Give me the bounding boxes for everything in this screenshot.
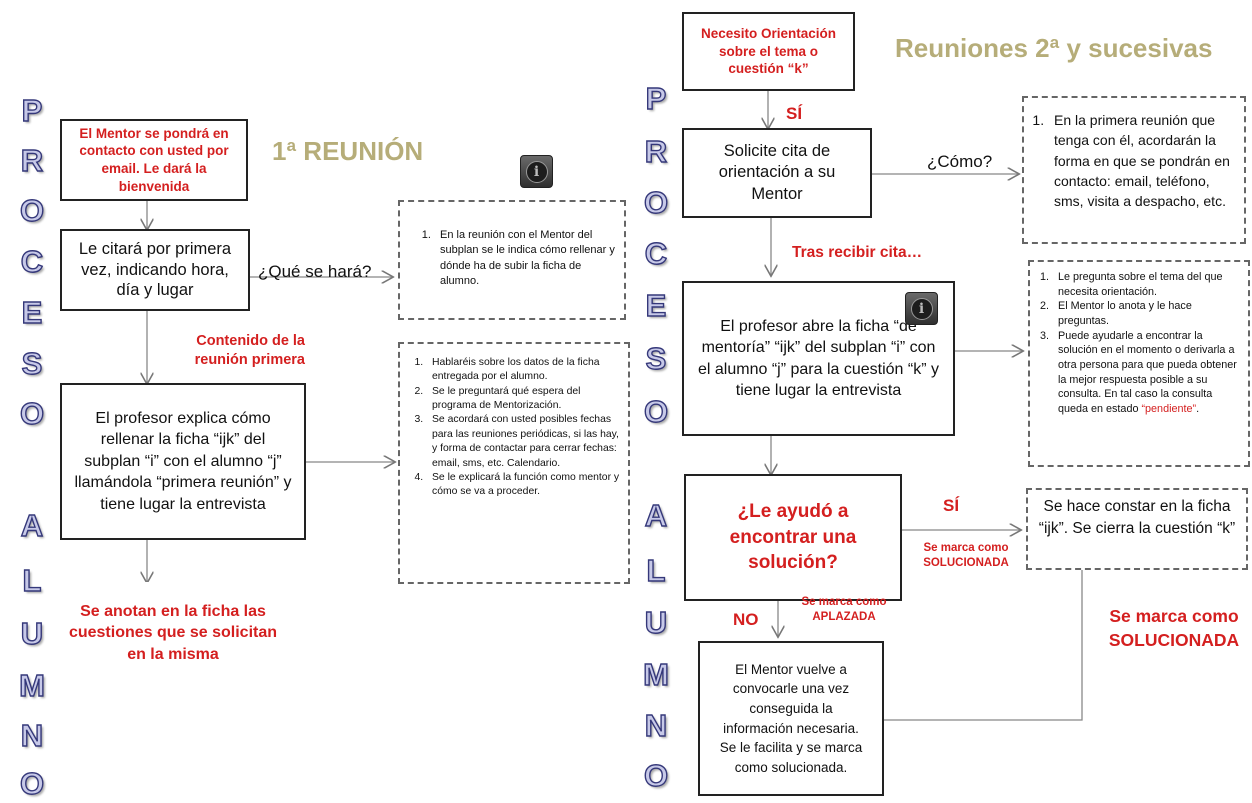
letter-n: N (644, 708, 668, 743)
line-vuelve-to-constar (884, 568, 1083, 721)
info-icon[interactable]: i (905, 292, 938, 325)
pendiente-status: “pendiente” (1141, 403, 1197, 416)
note-item: Le pregunta sobre el tema del que necesi… (1052, 270, 1244, 299)
letter-o: O (19, 193, 45, 228)
letter-l: L (646, 553, 666, 588)
si-label-2: SÍ (943, 496, 960, 515)
letter-a: A (644, 498, 668, 533)
solicite-box: Solicite cita de orientación a su Mentor (682, 128, 872, 218)
letter-r: R (20, 143, 44, 178)
note-item: Puede ayudarle a encontrar la solución e… (1052, 329, 1244, 417)
letter-e: E (21, 295, 43, 330)
info-icon[interactable]: i (520, 155, 553, 188)
marca-text: Se marca como (1109, 606, 1239, 626)
subsequent-meetings-title: Reuniones 2ª y sucesivas (895, 33, 1213, 63)
note-item: El Mentor lo anota y le hace preguntas. (1052, 299, 1244, 328)
letter-s: S (21, 346, 43, 381)
si-label-1: SÍ (786, 104, 803, 123)
letter-o: O (643, 758, 669, 793)
letter-p: P (645, 81, 667, 116)
letter-r: R (644, 134, 668, 169)
explica-box: El profesor explica cómo rellenar la fic… (60, 383, 306, 540)
note-first-meeting: En la reunión con el Mentor del subplan … (398, 200, 626, 320)
marca-text: Se marca como (923, 542, 1009, 554)
note-item: Se le preguntará qué espera del programa… (426, 385, 622, 414)
first-meeting-title: 1ª REUNIÓN (272, 136, 424, 166)
note-item: Hablaréis sobre los datos de la ficha en… (426, 356, 622, 385)
letter-p: P (21, 93, 43, 128)
note-contenido: Hablaréis sobre los datos de la ficha en… (398, 342, 630, 584)
note-como: En la primera reunión que tenga con él, … (1022, 96, 1246, 244)
letter-e: E (645, 288, 667, 323)
letter-u: U (644, 605, 668, 640)
note-item-text: Puede ayudarle a encontrar la solución e… (1058, 329, 1237, 416)
note-item: Se le explicará la función como mentor y… (426, 471, 622, 500)
mentor-contact-box: El Mentor se pondrá en contacto con uste… (60, 119, 248, 201)
hace-constar-box: Se hace constar en la ficha “ijk”. Se ci… (1026, 488, 1248, 570)
note-item: En la reunión con el Mentor del subplan … (434, 228, 618, 290)
que-se-hara-label: ¿Qué se hará? (258, 262, 372, 281)
vuelve-box: El Mentor vuelve a convocarle una vez co… (698, 641, 884, 796)
letter-c: C (20, 244, 44, 279)
letter-o: O (643, 394, 669, 429)
note-item: En la primera reunión que tenga con él, … (1048, 110, 1238, 211)
letter-c: C (644, 236, 668, 271)
letter-o: O (643, 185, 669, 220)
contenido-label: Contenido de la reunión primera (194, 333, 305, 368)
necesito-box: Necesito Orientación sobre el tema o cue… (682, 12, 855, 91)
letter-m: M (642, 657, 669, 692)
letter-u: U (20, 616, 44, 651)
marca-solucionada-big: Se marca como SOLUCIONADA (1096, 605, 1252, 652)
como-label: ¿Cómo? (927, 152, 993, 171)
solucionada-text: SOLUCIONADA (1108, 629, 1240, 650)
solucionada-text: SOLUCIONADA (923, 556, 1009, 569)
aplazada-text: APLAZADA (812, 610, 876, 623)
letter-n: N (20, 718, 44, 753)
letter-s: S (645, 341, 667, 376)
cita-box: Le citará por primera vez, indicando hor… (60, 229, 250, 311)
marca-text: Se marca como (801, 596, 887, 608)
note-item-end: . (1196, 403, 1200, 416)
letter-o: O (19, 396, 45, 431)
tras-recibir-label: Tras recibir cita… (792, 244, 923, 261)
ayudo-box: ¿Le ayudó a encontrar una solución? (684, 474, 902, 601)
letter-m: M (18, 668, 45, 703)
note-item: Se acordará con usted posibles fechas pa… (426, 413, 622, 470)
marca-aplazada: Se marca como APLAZADA (790, 595, 898, 625)
anotan-text: Se anotan en la ficha las cuestiones que… (60, 582, 286, 684)
letter-a: A (20, 508, 44, 543)
note-entrevista: Le pregunta sobre el tema del que necesi… (1028, 260, 1250, 467)
marca-solucionada-small: Se marca como SOLUCIONADA (913, 541, 1019, 571)
no-label: NO (733, 610, 759, 629)
letter-l: L (22, 563, 42, 598)
letter-o: O (19, 766, 45, 801)
